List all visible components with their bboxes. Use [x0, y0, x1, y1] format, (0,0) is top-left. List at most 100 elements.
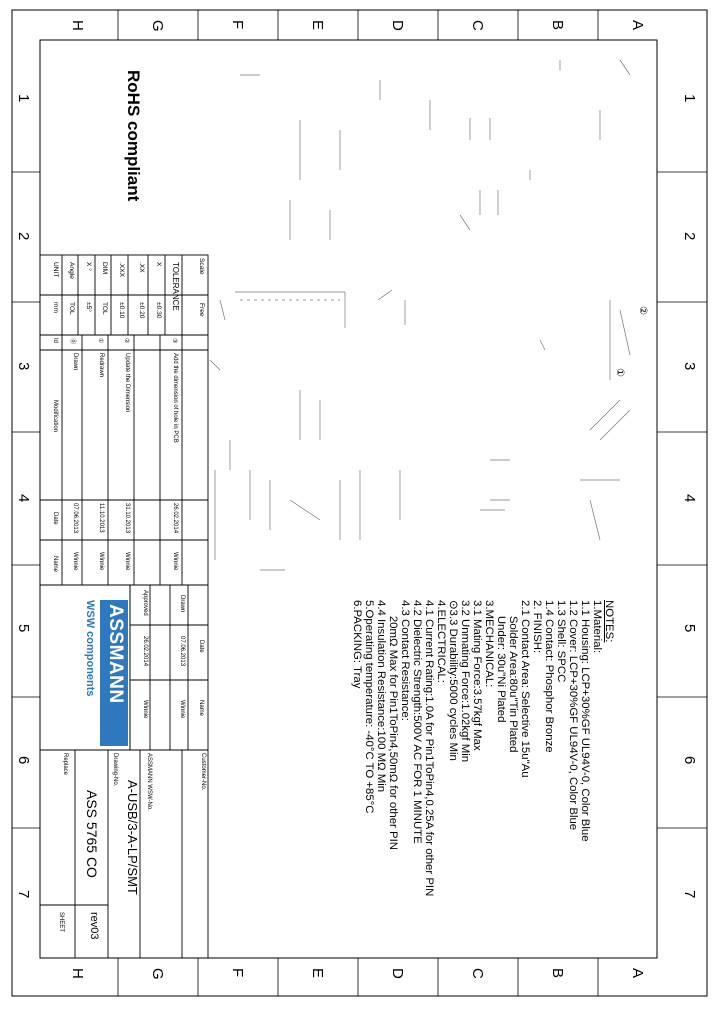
- replace-label: Replace: [62, 753, 68, 776]
- brand-name: ASSMANN: [105, 604, 126, 704]
- approval-approved-label: Approved: [142, 590, 148, 616]
- tolerance-heading: TOLERANCE: [171, 262, 180, 311]
- tol-row-xx-value: ±0.20: [138, 302, 145, 319]
- zone-number-6-right: 6: [681, 756, 698, 765]
- rev-header-modification: Modification: [52, 400, 58, 433]
- rev-row-1-name: Winnie: [98, 552, 104, 571]
- title-block-lines: [39, 254, 209, 959]
- customer-no-label: Customer-No.: [200, 753, 206, 791]
- note-line: 1.1 Housing: LCP+30%GF UL94V-0, Color Bl…: [579, 600, 591, 842]
- note-line: Under: 30u"Ni Plated: [495, 600, 507, 723]
- rev-header-id: Id: [52, 338, 58, 344]
- tol-row-angle-x-label: X °: [85, 262, 92, 271]
- rev-row-0-name: Winnie: [72, 552, 78, 571]
- zone-letter-g-bottom: G: [149, 968, 166, 980]
- tol-row-unit-label: UNIT: [52, 262, 59, 278]
- rev-row-3-name: Winnie: [172, 552, 178, 571]
- note-line: 1.2 Cover: LCP+30%GF UL94V-0, Color Blue: [567, 600, 579, 831]
- tol-row-unit-value: mm: [52, 302, 59, 313]
- zone-number-5-right: 5: [681, 624, 698, 633]
- tol-row-angle-label: Angle: [68, 262, 75, 279]
- callout-marker-1: ①: [614, 368, 625, 377]
- zone-number-4-right: 4: [681, 494, 698, 503]
- note-line: 2. FINISH:: [531, 600, 543, 654]
- zone-ticks: [12, 10, 707, 996]
- zone-number-5-left: 5: [15, 624, 32, 633]
- zone-letter-b-top: B: [549, 20, 566, 31]
- rev-row-1-date: 11.10.2013: [98, 503, 104, 533]
- zone-number-4-left: 4: [15, 494, 32, 503]
- tol-row-xx-label: .XX: [138, 262, 145, 273]
- drawing-no-label: Drawing-No.: [112, 753, 118, 787]
- zone-number-7-left: 7: [15, 890, 32, 899]
- drawing-no-value: ASS 5765 CO: [84, 790, 100, 878]
- note-line: 20mΩ Max for Pin1ToPin4,50mΩ for other P…: [387, 600, 399, 851]
- note-line: 1.Material:: [591, 600, 603, 654]
- outer-frame: [11, 9, 708, 997]
- tol-row-xxx-label: .XXX: [118, 262, 125, 278]
- note-line: 3.2 Unmating Force:1.02kgf Min: [459, 600, 471, 763]
- tol-row-x-value: ±0.30: [155, 302, 162, 319]
- note-line: 4.4 Insulation Resistance:100 MΩ Min: [375, 600, 387, 793]
- notes-block: NOTES: 1.Material: 1.1 Housing: LCP+30%G…: [351, 600, 615, 896]
- rev-row-2-modification: Update the Dimension: [124, 353, 130, 413]
- note-line: 4.ELECTRICAL:: [435, 600, 447, 683]
- zone-letter-h-top: H: [69, 20, 86, 31]
- note-line: ⊙3.3 Durability:5000 cycles Min: [447, 600, 459, 761]
- scale-label: Scale: [198, 258, 205, 275]
- tol-row-x-label: X: [155, 262, 162, 267]
- note-line: 4.2 Dielectric Strength:500V AC FOR 1 MI…: [411, 600, 423, 844]
- brand-subtitle: WSW components: [84, 600, 96, 697]
- note-line: 3.1 Mating Force:3.57kgf Max: [471, 600, 483, 751]
- rev-header-date: Date: [52, 512, 58, 525]
- note-line: 3.MECHANICAL:: [483, 600, 495, 688]
- rev-row-3-date: 26.02.2014: [172, 503, 178, 534]
- zone-number-1-left: 1: [15, 94, 32, 103]
- rohs-label: RoHS compliant: [124, 70, 143, 202]
- rev-row-2-id: ②: [123, 338, 129, 344]
- assmann-logo: ASSMANN: [100, 600, 128, 746]
- revision-value: rev03: [88, 912, 100, 940]
- rev-row-3-id: ③: [171, 338, 177, 344]
- tol-row-dim-value: TOL: [101, 302, 108, 315]
- tol-row-angle-x-value: ±5°: [85, 302, 92, 312]
- zone-letter-a-bottom: A: [629, 968, 646, 979]
- rev-header-name: Name: [52, 556, 58, 573]
- approval-approved-name: Winnie: [142, 700, 148, 719]
- zone-letter-g-top: G: [149, 20, 166, 32]
- note-line: 6.PACKING: Tray: [351, 600, 363, 689]
- note-line: 5.Operating temperature: -40°C TO +85°C: [363, 600, 375, 814]
- rev-row-1-id: ①: [97, 338, 103, 344]
- zone-letter-d-top: D: [389, 20, 406, 31]
- zone-number-2-right: 2: [681, 232, 698, 241]
- zone-letter-b-bottom: B: [549, 968, 566, 979]
- note-line: 2.1 Contact Area: Selective 15u"Au: [519, 600, 531, 778]
- scale-value: Free: [198, 303, 205, 317]
- zone-letter-a-top: A: [629, 20, 646, 31]
- notes-heading: NOTES:: [603, 600, 615, 643]
- rev-row-2-date: 31.10.2013: [124, 503, 130, 534]
- rev-row-2-name: Winnie: [124, 552, 130, 571]
- zone-letter-d-bottom: D: [389, 968, 406, 979]
- note-line: 1.4 Contact: Phosphor Bronze: [543, 600, 555, 753]
- tol-row-xxx-value: ±0.10: [118, 302, 125, 319]
- zone-letter-c-top: C: [469, 20, 486, 31]
- rev-row-0-modification: Drawn: [72, 353, 78, 371]
- connector-drawing: [209, 59, 631, 571]
- note-line: 4.1 Current Rating:1.0A for Pin1ToPin4,0…: [423, 600, 435, 897]
- zone-number-3-right: 3: [681, 362, 698, 371]
- callout-marker-2: ②: [637, 306, 648, 315]
- approval-drawn-date: 07.06.2013: [179, 636, 185, 667]
- tol-row-angle-value: TOL: [68, 302, 75, 315]
- note-line: 1.3 Shell: SPCC: [555, 600, 567, 683]
- approval-drawn-name: Winnie: [179, 700, 185, 719]
- note-line: Solder Area:80u"Tin Plated: [507, 600, 519, 753]
- zone-number-1-right: 1: [681, 94, 698, 103]
- zone-number-3-left: 3: [15, 362, 32, 371]
- zone-number-7-right: 7: [681, 890, 698, 899]
- rev-row-0-date: 07.06.2013: [72, 503, 78, 534]
- zone-letter-f-bottom: F: [229, 968, 246, 978]
- rev-row-3-modification: Add the dimension of hole in PCB: [172, 353, 178, 443]
- zone-letter-f-top: F: [229, 20, 246, 30]
